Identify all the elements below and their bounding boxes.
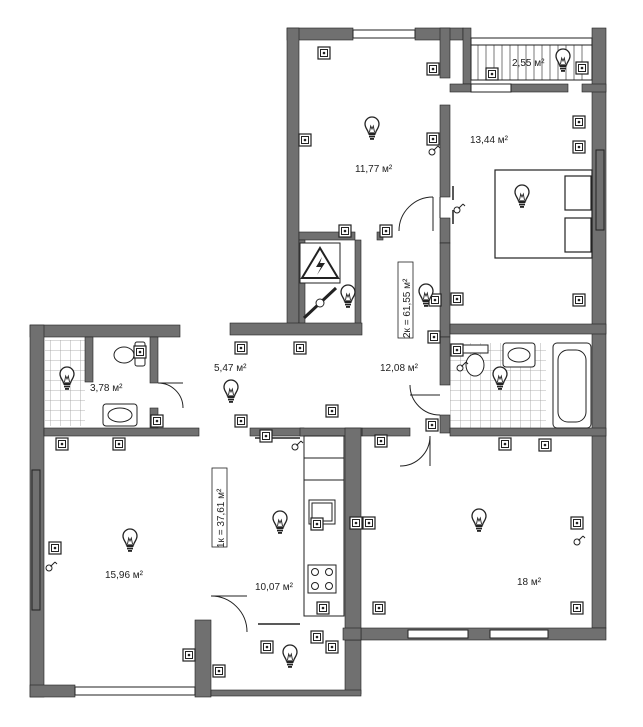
area-balcony: 2,55 м² [512,58,545,69]
area-bathroom-w: 3,78 м² [90,383,123,394]
switch-icon [45,561,58,572]
socket-icon [362,516,376,530]
lightbulb-icon [282,644,298,669]
socket-icon [260,640,274,654]
socket-icon [310,630,324,644]
bathtub [552,342,592,429]
socket-icon [427,330,441,344]
lightbulb-icon [122,528,138,553]
switch-icon [428,145,441,156]
socket-icon [55,437,69,451]
lightbulb-icon [272,510,288,535]
socket-icon [374,434,388,448]
apartment-two-room-label: 2к = 61,55 м² [402,278,413,338]
area-corridor-w: 5,47 м² [214,363,247,374]
socket-icon [426,132,440,146]
socket-icon [310,517,324,531]
socket-icon [575,61,589,75]
socket-icon [450,343,464,357]
socket-icon [316,601,330,615]
sink-w [102,403,138,427]
socket-icon [572,115,586,129]
room-labels: 11,77 м² 2,55 м² 13,44 м² 3,78 м² 5,47 м… [90,58,545,593]
socket-icon [293,341,307,355]
socket-icon [425,418,439,432]
socket-icon [112,437,126,451]
apartment-one-room-label: 1к = 37,61 м² [216,488,227,548]
switch-icon [453,203,466,214]
lightbulb-icon [223,379,239,404]
socket-icon [498,437,512,451]
socket-icon [150,414,164,428]
doors [157,196,441,633]
socket-icon [317,46,331,60]
double-bed [494,169,593,259]
lightbulb-icon [364,116,380,141]
kitchen-counter [303,435,345,617]
socket-icon [212,664,226,678]
socket-icon [379,224,393,238]
socket-icon [538,438,552,452]
socket-icon [234,341,248,355]
socket-icon [450,292,464,306]
socket-icon [485,67,499,81]
socket-icon [572,140,586,154]
socket-icon [133,345,147,359]
socket-icon [182,648,196,662]
switch-icon [291,440,304,451]
socket-icon [570,601,584,615]
socket-icon [570,516,584,530]
area-kitchen: 10,07 м² [255,582,294,593]
electrical-panel [299,242,341,320]
socket-icon [325,404,339,418]
socket-icon [325,640,339,654]
socket-icon [48,541,62,555]
sink-e [502,342,536,368]
area-room-e: 18 м² [517,577,542,588]
lightbulb-icon [471,508,487,533]
area-bedroom-nw: 11,77 м² [355,164,393,175]
area-bedroom-ne: 13,44 м² [470,135,509,146]
area-living: 15,96 м² [105,570,144,581]
socket-icon [572,293,586,307]
socket-icon [426,62,440,76]
socket-icon [338,224,352,238]
toilet-e [461,344,489,377]
area-hall: 12,08 м² [380,363,419,374]
lightbulb-icon [340,284,356,309]
socket-icon [298,133,312,147]
socket-icon [349,516,363,530]
windows [31,29,605,696]
socket-icon [372,601,386,615]
socket-icon [259,429,273,443]
socket-icon [234,414,248,428]
apartment-labels: 2к = 61,55 м² 1к = 37,61 м² [211,261,414,548]
switch-icon [573,535,586,546]
